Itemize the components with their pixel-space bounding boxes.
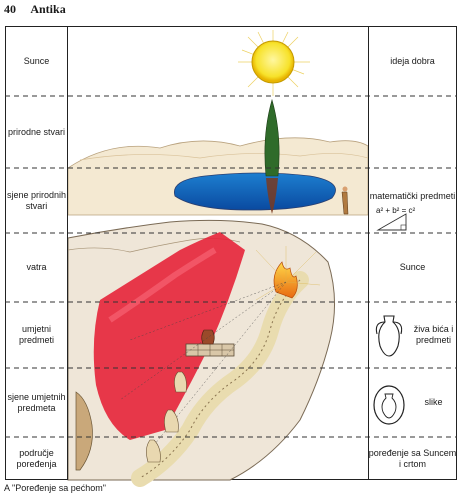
page-title: Antika [30,2,66,16]
small-figure [341,191,349,215]
label-comparison-area: područje poređenja [16,447,57,469]
label-shadows-artificial: sjene umjetnih predmeta [7,391,66,413]
label-living-beings: živa bića i predmeti [413,324,454,345]
label-empty [368,96,457,168]
shadow-wall [93,232,245,440]
pythagoras-formula: a² + b² = c² [376,205,416,215]
figure-caption: A "Poređenje sa pećhom" [4,483,106,493]
amphora-icon [375,315,403,357]
fire [255,246,321,301]
label-comparison-sun-line: poređenje sa Suncem i crtom [368,447,457,469]
label-images: slike [424,397,443,407]
label-natural-things: prirodne stvari [7,126,66,137]
left-rock [75,391,93,471]
triangle-icon [376,213,407,231]
tree [264,98,280,177]
prisoners [146,371,187,463]
tree-reflection [266,178,278,214]
page-header: 40 Antika [4,2,66,17]
page-number: 40 [4,2,16,16]
label-artificial-objects: umjetni predmeti [18,324,54,345]
label-shadows-natural: sjene prirodnih stvari [6,189,67,211]
label-fire: vatra [26,262,47,272]
label-sun-left: Sunce [23,55,50,66]
label-sun-right: Sunce [399,262,426,272]
left-column [5,26,68,480]
row-separators [5,95,457,438]
lake [173,172,336,211]
label-math-objects: matematički predmeti [369,191,456,201]
framed-amphora-icon [373,385,405,425]
vase-object [201,329,215,345]
sun-symbol [238,30,310,96]
label-idea-of-good: ideja dobra [390,55,435,66]
right-column [368,26,457,480]
